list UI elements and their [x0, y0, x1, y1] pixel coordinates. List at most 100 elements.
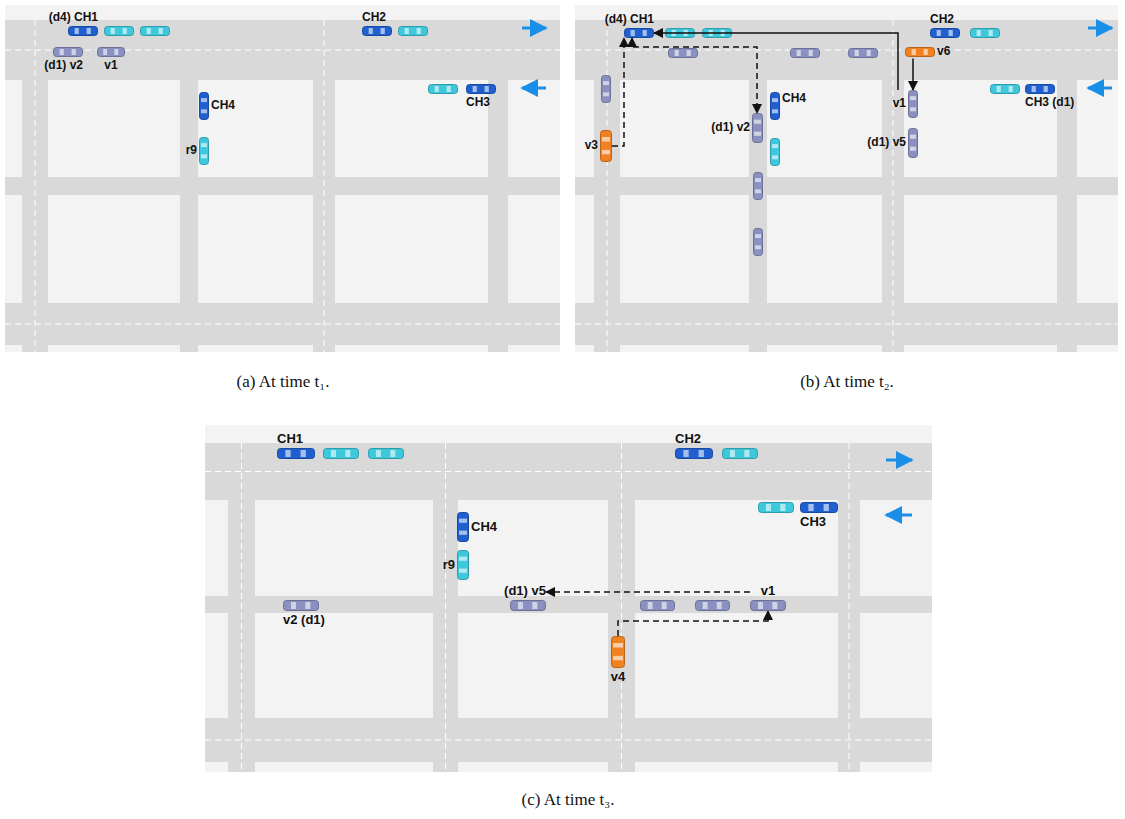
car-icon: [284, 601, 319, 611]
lane-line: [324, 20, 325, 352]
vehicle-label: v3: [585, 139, 598, 152]
car-icon: [458, 513, 469, 542]
car-icon: [754, 229, 763, 256]
car-icon: [612, 637, 625, 668]
vehicle-label: v1: [761, 584, 775, 598]
vehicle-label: v6: [937, 45, 950, 58]
lane-line: [849, 443, 850, 772]
vehicle-label: CH4: [471, 520, 497, 534]
car-icon: [908, 90, 918, 118]
lane-line: [445, 443, 446, 772]
direction-arrow: [886, 514, 912, 517]
vehicle-label: v2 (d1): [283, 613, 325, 627]
car-icon: [429, 85, 458, 94]
car-shape: [362, 26, 392, 36]
car-icon: [324, 449, 359, 459]
vehicle-node: v6: [905, 45, 950, 58]
car-shape: [908, 90, 918, 118]
car-icon: [801, 503, 838, 513]
car-shape: [457, 550, 469, 580]
car-icon: [641, 601, 675, 611]
car-icon: [602, 76, 611, 103]
car-shape: [68, 26, 98, 36]
lane-line: [5, 50, 560, 51]
vehicle-node: v2 (d1): [283, 600, 325, 627]
map-ground: [205, 425, 932, 772]
car-icon: [771, 93, 780, 120]
car-icon: [68, 26, 98, 36]
road: [575, 303, 1118, 345]
car-icon: [362, 26, 392, 36]
lane-line: [575, 50, 1118, 51]
vehicle-node: CH4: [199, 92, 235, 120]
car-icon: [971, 29, 1000, 38]
car-icon: [771, 139, 780, 166]
car-icon: [600, 130, 612, 162]
car-shape: [600, 130, 612, 162]
vehicle-label: v4: [611, 670, 625, 684]
vehicle-node: (d1) v5: [867, 128, 918, 158]
vehicle-node: (d1) v2: [711, 113, 763, 143]
road-map: [5, 5, 560, 352]
car-icon: [751, 601, 786, 611]
car-shape: [1025, 84, 1055, 94]
vehicle-label: CH4: [211, 99, 235, 112]
lane-line: [35, 20, 36, 352]
vehicle-label: r9: [443, 558, 455, 572]
car-icon: [467, 85, 496, 94]
vehicle-label: CH2: [930, 13, 954, 26]
car-icon: [69, 27, 98, 36]
vehicle-label: CH4: [782, 92, 806, 105]
car-icon: [54, 48, 83, 57]
lane-line: [575, 324, 1118, 325]
car-icon: [283, 600, 319, 611]
vehicle-node: r9: [443, 550, 469, 580]
vehicle-node: v1: [893, 90, 918, 118]
car-icon: [611, 636, 625, 668]
car-icon: [399, 27, 428, 36]
direction-arrow: [886, 459, 912, 462]
direction-arrow: [1088, 87, 1112, 90]
car-shape: [752, 113, 763, 143]
car-icon: [1025, 84, 1055, 94]
vehicle-node: v3: [585, 130, 612, 162]
panel-caption: (c) At time t₃.: [522, 790, 615, 810]
message-arrow: [546, 591, 750, 593]
road-map: [575, 5, 1118, 352]
car-shape: [908, 128, 918, 158]
car-icon: [510, 600, 546, 611]
car-shape: [199, 137, 209, 165]
car-icon: [1026, 85, 1055, 94]
vehicle-node: (d1) v2: [44, 47, 83, 72]
car-icon: [991, 85, 1020, 94]
vehicle-node: CH3: [466, 84, 496, 109]
car-icon: [625, 29, 654, 38]
car-icon: [909, 129, 918, 158]
vehicle-label: (d4) CH1: [49, 11, 98, 24]
car-icon: [457, 550, 469, 580]
car-icon: [97, 47, 125, 57]
road: [575, 20, 1118, 80]
car-shape: [510, 600, 546, 611]
vehicle-label: CH2: [675, 432, 701, 446]
car-icon: [141, 27, 170, 36]
car-icon: [800, 502, 838, 513]
road: [575, 177, 1118, 195]
car-shape: [199, 92, 209, 120]
car-icon: [930, 28, 960, 38]
car-icon: [676, 449, 713, 459]
car-icon: [466, 84, 496, 94]
car-icon: [723, 449, 758, 459]
vehicle-node: r9: [186, 137, 209, 165]
car-icon: [457, 512, 469, 542]
message-arrow: [654, 33, 898, 90]
lane-line: [607, 20, 608, 352]
car-shape: [624, 28, 654, 38]
vehicle-node: v1: [750, 584, 786, 611]
lane-line: [621, 443, 622, 772]
road: [205, 596, 932, 613]
car-icon: [369, 449, 404, 459]
vehicle-label: (d4) CH1: [605, 13, 654, 26]
